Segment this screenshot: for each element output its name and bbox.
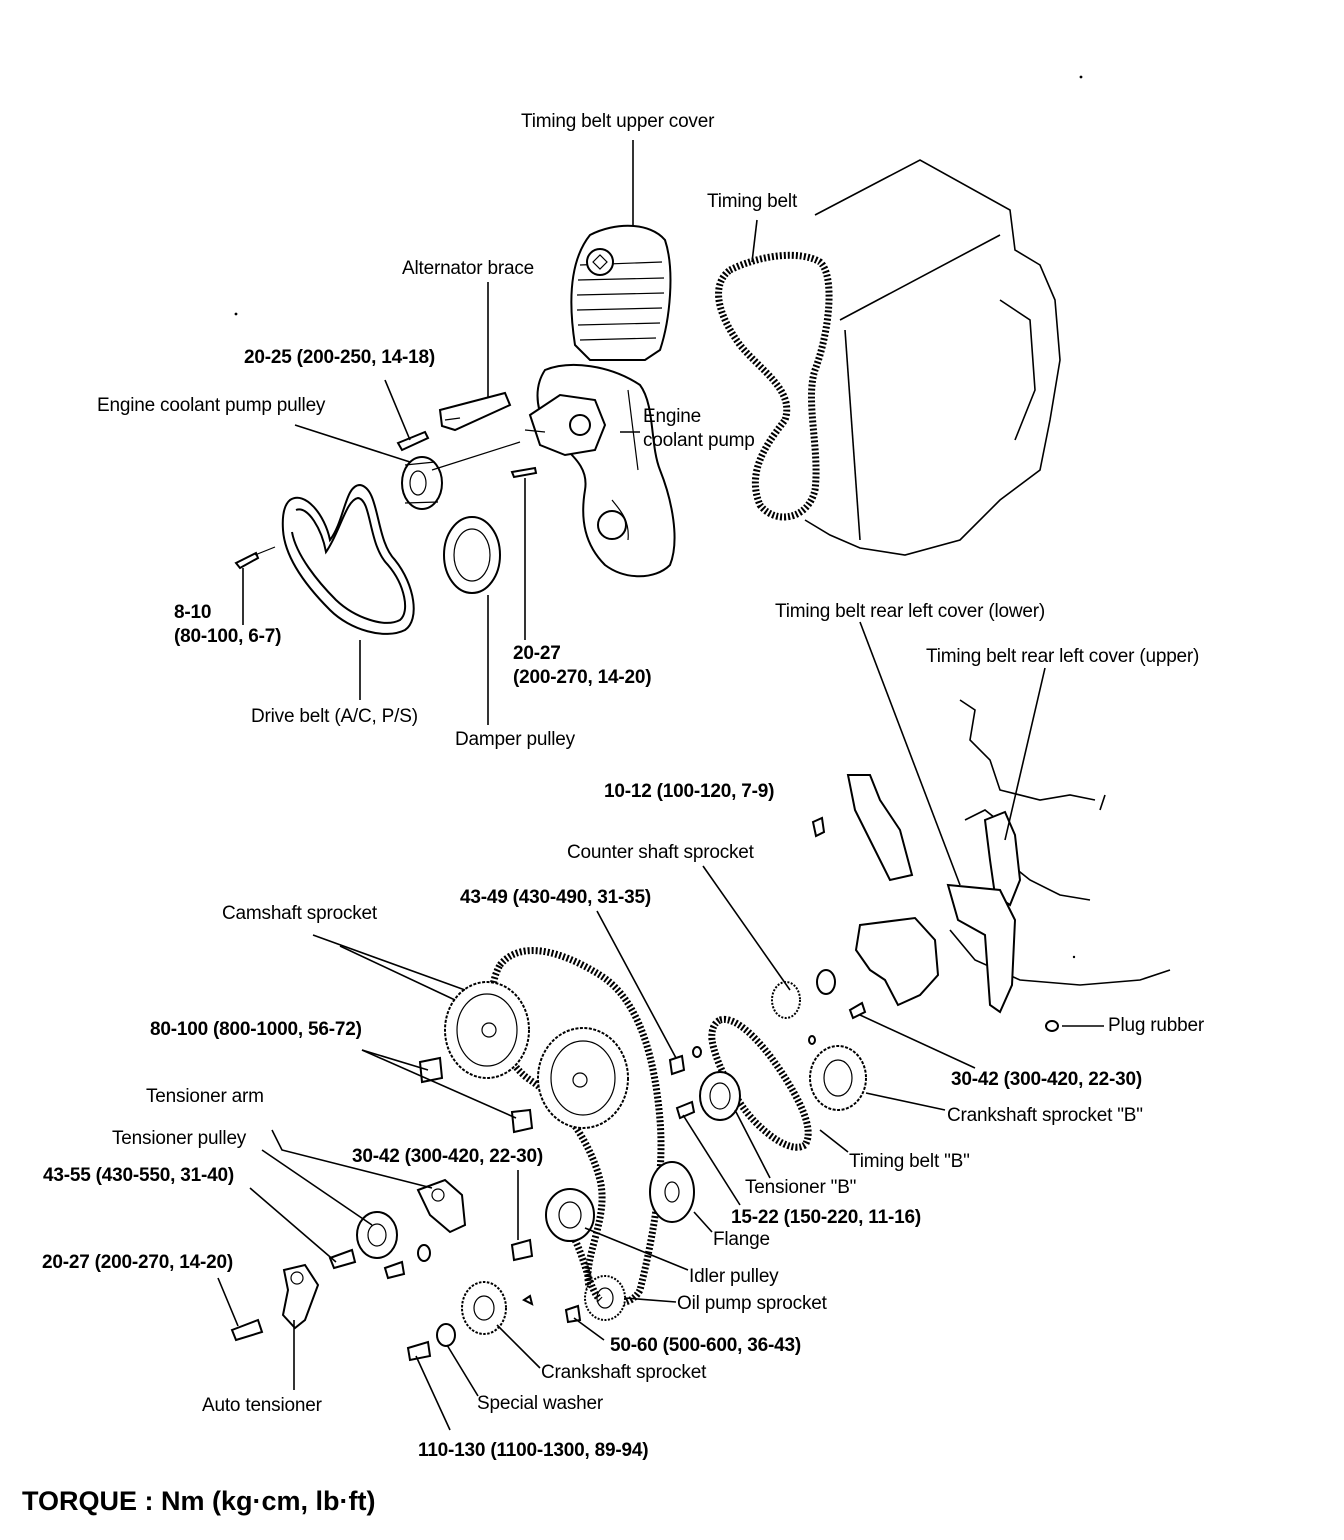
label-engine-coolant-pump-pulley: Engine coolant pump pulley — [97, 395, 326, 416]
label-flange: Flange — [713, 1229, 770, 1250]
label-alternator-brace: Alternator brace — [402, 258, 534, 279]
label-counter-shaft-sprocket: Counter shaft sprocket — [567, 842, 754, 863]
camshaft-sprockets-shape — [444, 981, 629, 1129]
label-tensioner-pulley: Tensioner pulley — [112, 1128, 247, 1149]
label-torque-8-10-line2: (80-100, 6-7) — [174, 626, 282, 647]
label-plug-rubber: Plug rubber — [1108, 1015, 1205, 1036]
label-timing-belt-b: Timing belt "B" — [849, 1151, 970, 1172]
label-drive-belt: Drive belt (A/C, P/S) — [251, 706, 418, 727]
engine-coolant-pump-pulley-shape — [401, 456, 443, 510]
label-camshaft-sprocket: Camshaft sprocket — [222, 903, 377, 924]
label-torque-43-55: 43-55 (430-550, 31-40) — [43, 1165, 235, 1186]
label-special-washer: Special washer — [477, 1393, 604, 1414]
drive-belt-shape — [281, 483, 415, 635]
plug-rubber-shape — [1045, 1020, 1059, 1032]
damper-pulley-shape — [443, 516, 501, 594]
small-bolts-middle — [668, 1035, 816, 1120]
bolts-upper — [234, 430, 538, 570]
leader-lines-lower — [217, 621, 1104, 1431]
label-torque-20-27-left: 20-27 (200-270, 14-20) — [42, 1252, 234, 1273]
label-timing-belt: Timing belt — [707, 191, 798, 212]
tensioner-parts-shape — [230, 1178, 467, 1342]
timing-belt-b-shape — [708, 1015, 812, 1151]
torque-unit-legend: TORQUE : Nm (kg·cm, lb·ft) — [22, 1486, 376, 1516]
camshaft-bolts-shape — [418, 1056, 534, 1134]
label-torque-15-22: 15-22 (150-220, 11-16) — [731, 1207, 921, 1228]
label-crankshaft-sprocket-b: Crankshaft sprocket "B" — [947, 1105, 1143, 1126]
label-torque-10-12: 10-12 (100-120, 7-9) — [604, 781, 775, 802]
crankshaft-sprocket-b-shape — [809, 1045, 867, 1111]
label-torque-8-10-line1: 8-10 — [174, 602, 212, 623]
label-rear-left-cover-lower: Timing belt rear left cover (lower) — [775, 601, 1045, 622]
label-torque-50-60: 50-60 (500-600, 36-43) — [610, 1335, 802, 1356]
label-torque-30-42-mid: 30-42 (300-420, 22-30) — [352, 1146, 544, 1167]
engine-block-outline — [804, 159, 1061, 556]
crank-bolt-washer-shape — [406, 1238, 582, 1362]
label-torque-30-42-right: 30-42 (300-420, 22-30) — [951, 1069, 1143, 1090]
label-timing-belt-upper-cover: Timing belt upper cover — [521, 111, 715, 132]
label-oil-pump-sprocket: Oil pump sprocket — [677, 1293, 827, 1314]
label-tensioner-b: Tensioner "B" — [745, 1177, 857, 1198]
label-idler-pulley: Idler pulley — [689, 1266, 779, 1287]
flange-shape — [649, 1161, 695, 1223]
label-crankshaft-sprocket: Crankshaft sprocket — [541, 1362, 707, 1383]
label-torque-80-100: 80-100 (800-1000, 56-72) — [150, 1019, 362, 1040]
engine-coolant-pump-shape — [524, 393, 607, 457]
label-engine-coolant-pump-line2: coolant pump — [643, 430, 755, 451]
label-torque-43-49: 43-49 (430-490, 31-35) — [460, 887, 652, 908]
main-timing-belt-shape — [488, 947, 665, 1307]
alternator-brace-shape — [438, 391, 512, 432]
label-torque-alternator-brace: 20-25 (200-250, 14-18) — [244, 347, 436, 368]
label-rear-left-cover-upper: Timing belt rear left cover (upper) — [926, 646, 1200, 667]
label-tensioner-arm: Tensioner arm — [146, 1086, 264, 1107]
rear-left-cover-shapes — [846, 699, 1171, 1014]
crankshaft-sprocket-shape — [461, 1281, 534, 1335]
counter-shaft-sprocket-shape — [771, 816, 867, 1020]
leader-lines-upper — [242, 140, 758, 725]
oil-pump-sprocket-shape — [571, 1238, 626, 1321]
tensioner-b-shape — [699, 1071, 741, 1121]
label-engine-coolant-pump-line1: Engine — [643, 406, 701, 427]
label-damper-pulley: Damper pulley — [455, 729, 575, 750]
timing-belt-upper-cover-shape — [570, 224, 672, 361]
timing-belt-shape — [715, 251, 833, 521]
idler-pulley-shape — [545, 1188, 595, 1242]
label-torque-20-27-line2: (200-270, 14-20) — [513, 667, 652, 688]
label-auto-tensioner: Auto tensioner — [202, 1395, 322, 1416]
label-torque-20-27-line1: 20-27 — [513, 643, 561, 664]
label-torque-110-130: 110-130 (1100-1300, 89-94) — [418, 1440, 649, 1461]
